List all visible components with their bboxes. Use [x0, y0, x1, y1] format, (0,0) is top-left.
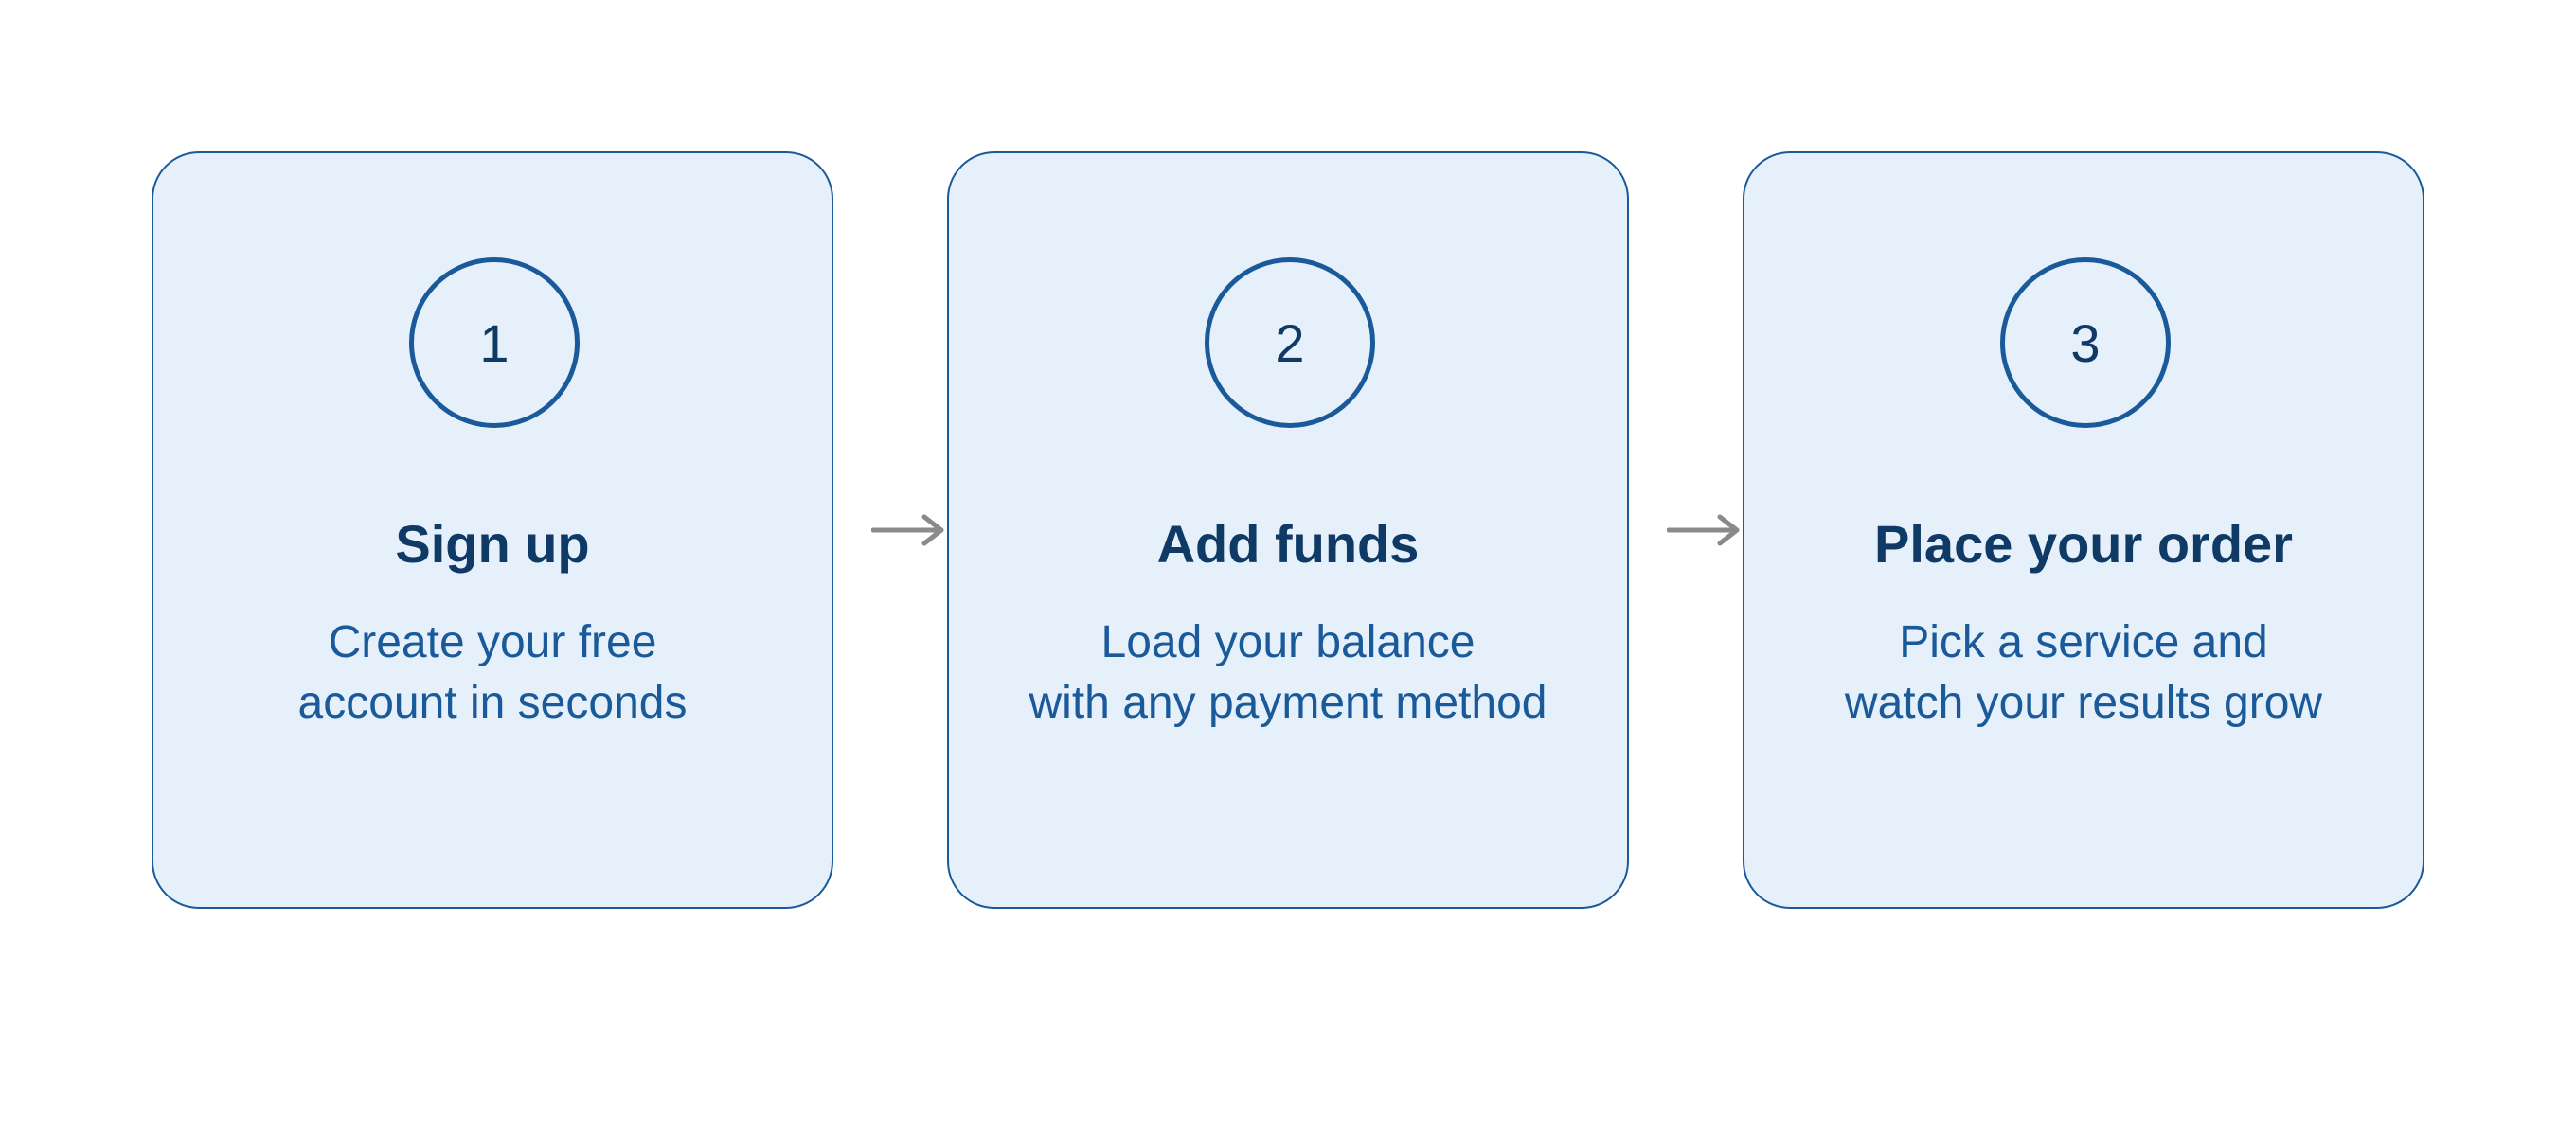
step-title: Place your order [1874, 514, 2293, 574]
step-description: Load your balance with any payment metho… [949, 612, 1627, 734]
step-number-badge: 2 [1205, 257, 1375, 428]
step-description-line: Load your balance [1100, 617, 1476, 667]
step-number-badge: 3 [2000, 257, 2171, 428]
step-description-line: Create your free [328, 617, 657, 667]
step-card-sign-up: 1 Sign up Create your free account in se… [152, 151, 833, 909]
step-description-line: watch your results grow [1844, 678, 2323, 728]
step-number-badge: 1 [409, 257, 580, 428]
step-description-line: account in seconds [297, 678, 688, 728]
step-description-line: with any payment method [1029, 678, 1547, 728]
step-card-place-order: 3 Place your order Pick a service and wa… [1743, 151, 2424, 909]
step-title: Add funds [1156, 514, 1420, 574]
step-description-line: Pick a service and [1899, 617, 2268, 667]
arrow-right-icon [1667, 514, 1740, 546]
step-card-add-funds: 2 Add funds Load your balance with any p… [947, 151, 1629, 909]
step-description: Create your free account in seconds [153, 612, 832, 734]
step-title: Sign up [395, 514, 590, 574]
step-description: Pick a service and watch your results gr… [1744, 612, 2423, 734]
arrow-right-icon [871, 514, 944, 546]
